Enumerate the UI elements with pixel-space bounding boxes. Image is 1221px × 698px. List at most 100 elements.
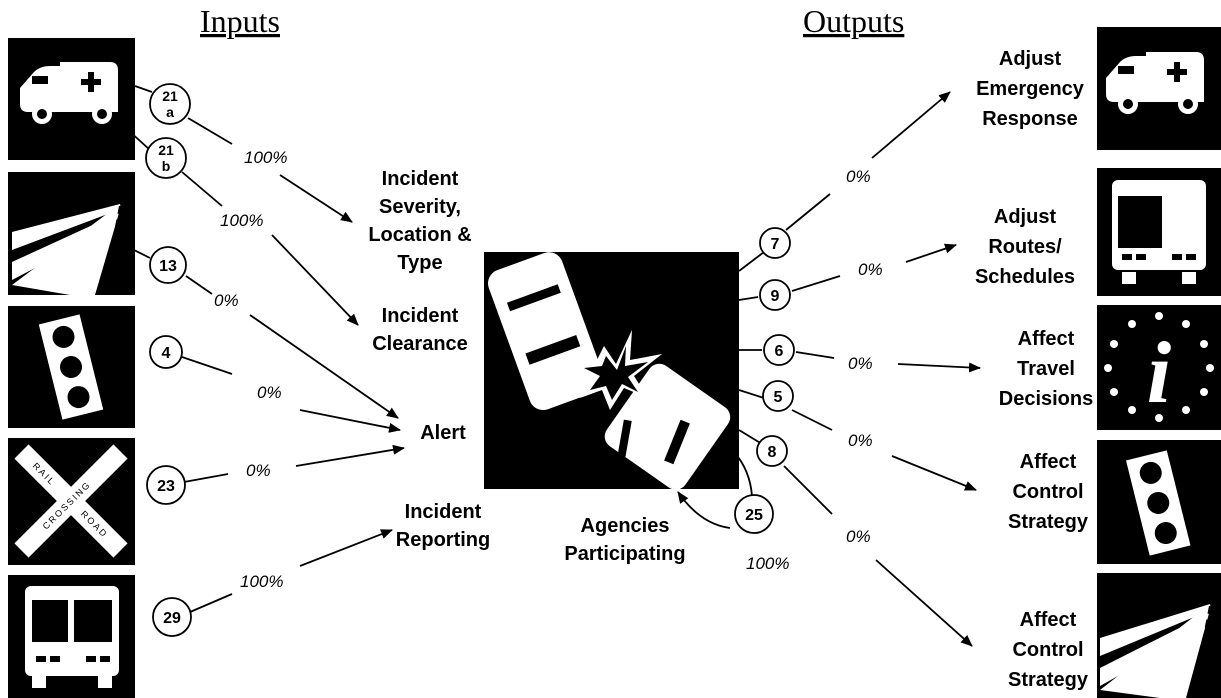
alert-label: Alert <box>420 422 466 444</box>
arrow-9-routes <box>905 243 957 263</box>
connector-5-stub <box>738 389 765 399</box>
svg-text:4: 4 <box>162 345 171 362</box>
svg-text:8: 8 <box>768 444 777 461</box>
affect-travel-label: Affect Travel Decisions <box>999 328 1093 410</box>
pct-21a: 100% <box>244 148 287 167</box>
svg-text:Incident: Incident <box>382 305 459 327</box>
svg-text:Type: Type <box>397 252 442 274</box>
svg-text:Clearance: Clearance <box>372 333 468 355</box>
svg-text:23: 23 <box>157 478 175 495</box>
svg-text:Decisions: Decisions <box>999 388 1093 410</box>
svg-text:Location &: Location & <box>368 224 471 246</box>
svg-text:21: 21 <box>162 88 178 104</box>
node-9: 9 <box>759 279 791 311</box>
svg-text:29: 29 <box>163 610 181 627</box>
pct-9: 0% <box>858 260 883 279</box>
svg-text:Severity,: Severity, <box>379 196 461 218</box>
traffic-signal-icon <box>8 306 135 428</box>
svg-text:a: a <box>166 104 174 120</box>
svg-text:Emergency: Emergency <box>976 78 1085 100</box>
pct-7: 0% <box>846 167 871 186</box>
svg-text:Response: Response <box>982 108 1078 130</box>
arrow-25-loop <box>677 491 731 529</box>
ambulance-icon-right <box>1097 27 1221 150</box>
arrow-29-reporting <box>299 529 393 567</box>
node-13: 13 <box>149 246 187 284</box>
node-4: 4 <box>149 335 183 369</box>
pct-4: 0% <box>257 383 282 402</box>
pct-21b: 100% <box>220 211 263 230</box>
svg-text:5: 5 <box>774 389 783 406</box>
pct-13: 0% <box>214 291 239 310</box>
connector-4-line <box>181 356 233 375</box>
node-23: 23 <box>146 465 186 505</box>
inputs-heading: Inputs <box>200 3 280 39</box>
svg-text:Reporting: Reporting <box>396 529 490 551</box>
svg-text:Control: Control <box>1012 639 1083 661</box>
information-icon: i <box>1097 305 1221 430</box>
node-7: 7 <box>759 227 791 259</box>
svg-text:25: 25 <box>745 507 763 524</box>
connector-9-line <box>791 275 841 292</box>
information-glyph: i <box>1147 325 1172 422</box>
outputs-heading: Outputs <box>803 3 904 39</box>
svg-text:Affect: Affect <box>1018 328 1075 350</box>
svg-text:Incident: Incident <box>405 501 482 523</box>
node-25: 25 <box>734 494 774 534</box>
arrow-23-alert <box>295 444 405 467</box>
arrow-7-emergency <box>871 91 951 159</box>
connector-13-line <box>185 275 213 295</box>
connector-6-line <box>795 351 835 359</box>
svg-text:Affect: Affect <box>1020 451 1077 473</box>
incident-clearance-label: Incident Clearance <box>372 305 468 355</box>
affect-control-label-1: Affect Control Strategy <box>1008 451 1089 533</box>
connector-9-stub <box>738 296 759 301</box>
traffic-signal-icon-right <box>1097 440 1221 564</box>
node-21b: 21 b <box>145 137 187 179</box>
connector-21a-line <box>187 117 233 145</box>
svg-text:21: 21 <box>158 142 174 158</box>
bus-icon-right <box>1097 168 1221 296</box>
connector-8-line <box>783 465 833 515</box>
node-8: 8 <box>756 435 788 467</box>
crash-icon <box>484 252 739 490</box>
connector-21b-stub <box>127 129 151 151</box>
arrow-5-control <box>891 455 977 491</box>
arrow-21a-severity <box>279 174 353 223</box>
connector-29-line <box>189 593 233 613</box>
connector-13-stub <box>123 244 151 259</box>
svg-text:Strategy: Strategy <box>1008 669 1089 691</box>
connector-7-stub <box>738 251 765 272</box>
arrow-4-alert <box>299 409 401 433</box>
pct-25: 100% <box>746 554 789 573</box>
svg-text:13: 13 <box>159 258 177 275</box>
svg-text:Affect: Affect <box>1020 609 1077 631</box>
svg-text:6: 6 <box>775 343 784 360</box>
svg-text:9: 9 <box>771 288 780 305</box>
svg-text:Adjust: Adjust <box>999 48 1062 70</box>
svg-text:Control: Control <box>1012 481 1083 503</box>
pct-23: 0% <box>246 461 271 480</box>
connector-21b-line <box>181 171 223 207</box>
svg-text:Participating: Participating <box>564 543 685 565</box>
svg-text:Travel: Travel <box>1017 358 1075 380</box>
adjust-routes-label: Adjust Routes/ Schedules <box>975 206 1075 288</box>
connector-21a-stub <box>134 85 153 93</box>
pct-6: 0% <box>848 354 873 373</box>
pct-5: 0% <box>848 431 873 450</box>
connector-23-line <box>183 473 229 483</box>
ambulance-icon <box>8 38 135 160</box>
incident-reporting-label: Incident Reporting <box>396 501 490 551</box>
pct-8: 0% <box>846 527 871 546</box>
svg-text:b: b <box>162 158 171 174</box>
incident-severity-label: Incident Severity, Location & Type <box>368 168 471 274</box>
svg-text:Incident: Incident <box>382 168 459 190</box>
svg-text:7: 7 <box>771 236 780 253</box>
node-29: 29 <box>152 597 192 637</box>
connector-5-line <box>791 409 833 431</box>
svg-text:Strategy: Strategy <box>1008 511 1089 533</box>
node-21a: 21 a <box>149 83 191 125</box>
arrow-21b-clearance <box>271 234 359 326</box>
connector-8-stub <box>738 429 763 445</box>
highway-icon <box>8 172 135 295</box>
